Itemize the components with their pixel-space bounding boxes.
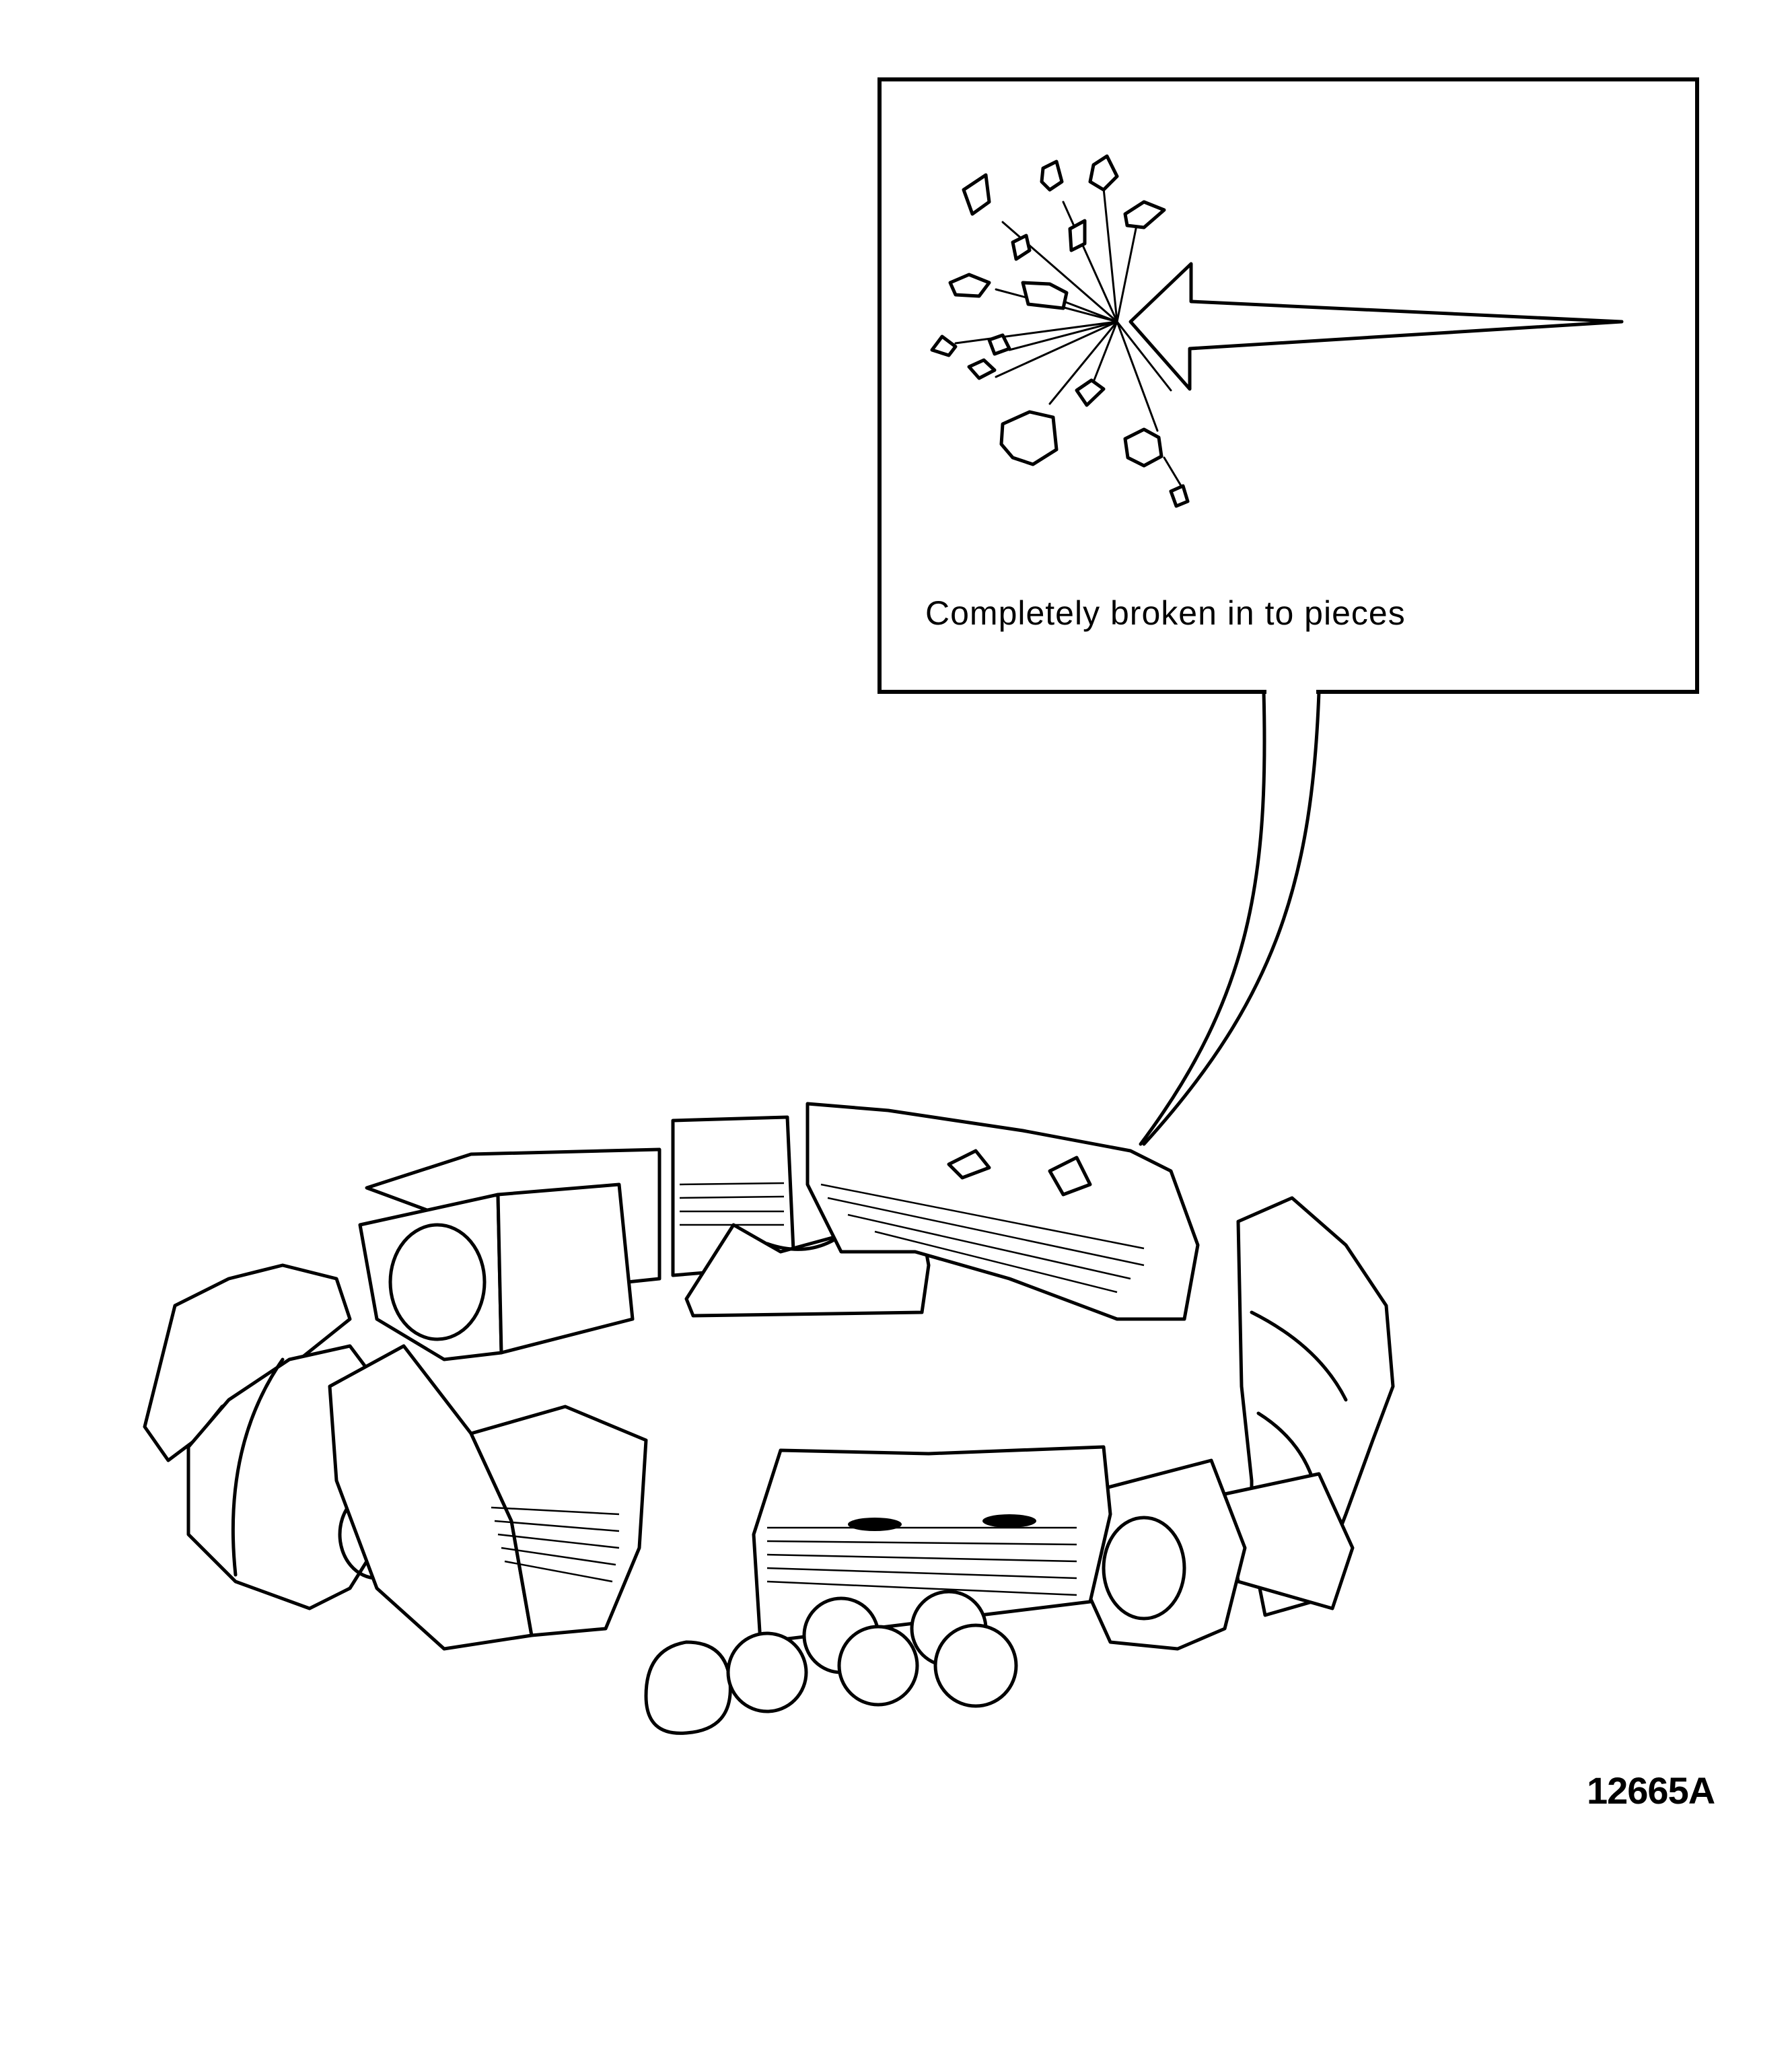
- broken-bearing-ring: [143, 1102, 1395, 1735]
- callout-box: [877, 77, 1699, 1146]
- inner-race-front: [752, 1445, 1112, 1644]
- outer-race-back-right: [805, 1102, 1200, 1321]
- fragment-burst: [930, 154, 1624, 508]
- cage-segment-back-left: [358, 1147, 661, 1361]
- figure-id: 12665A: [1587, 1769, 1715, 1812]
- callout-label: Completely broken in to pieces: [925, 594, 1406, 632]
- inner-race-left-front: [328, 1344, 648, 1651]
- impact-arrow: [1128, 262, 1624, 391]
- cage-segment-back-center: [671, 1115, 931, 1318]
- loose-balls: [644, 1590, 1018, 1735]
- callout-tail: [1139, 690, 1321, 1146]
